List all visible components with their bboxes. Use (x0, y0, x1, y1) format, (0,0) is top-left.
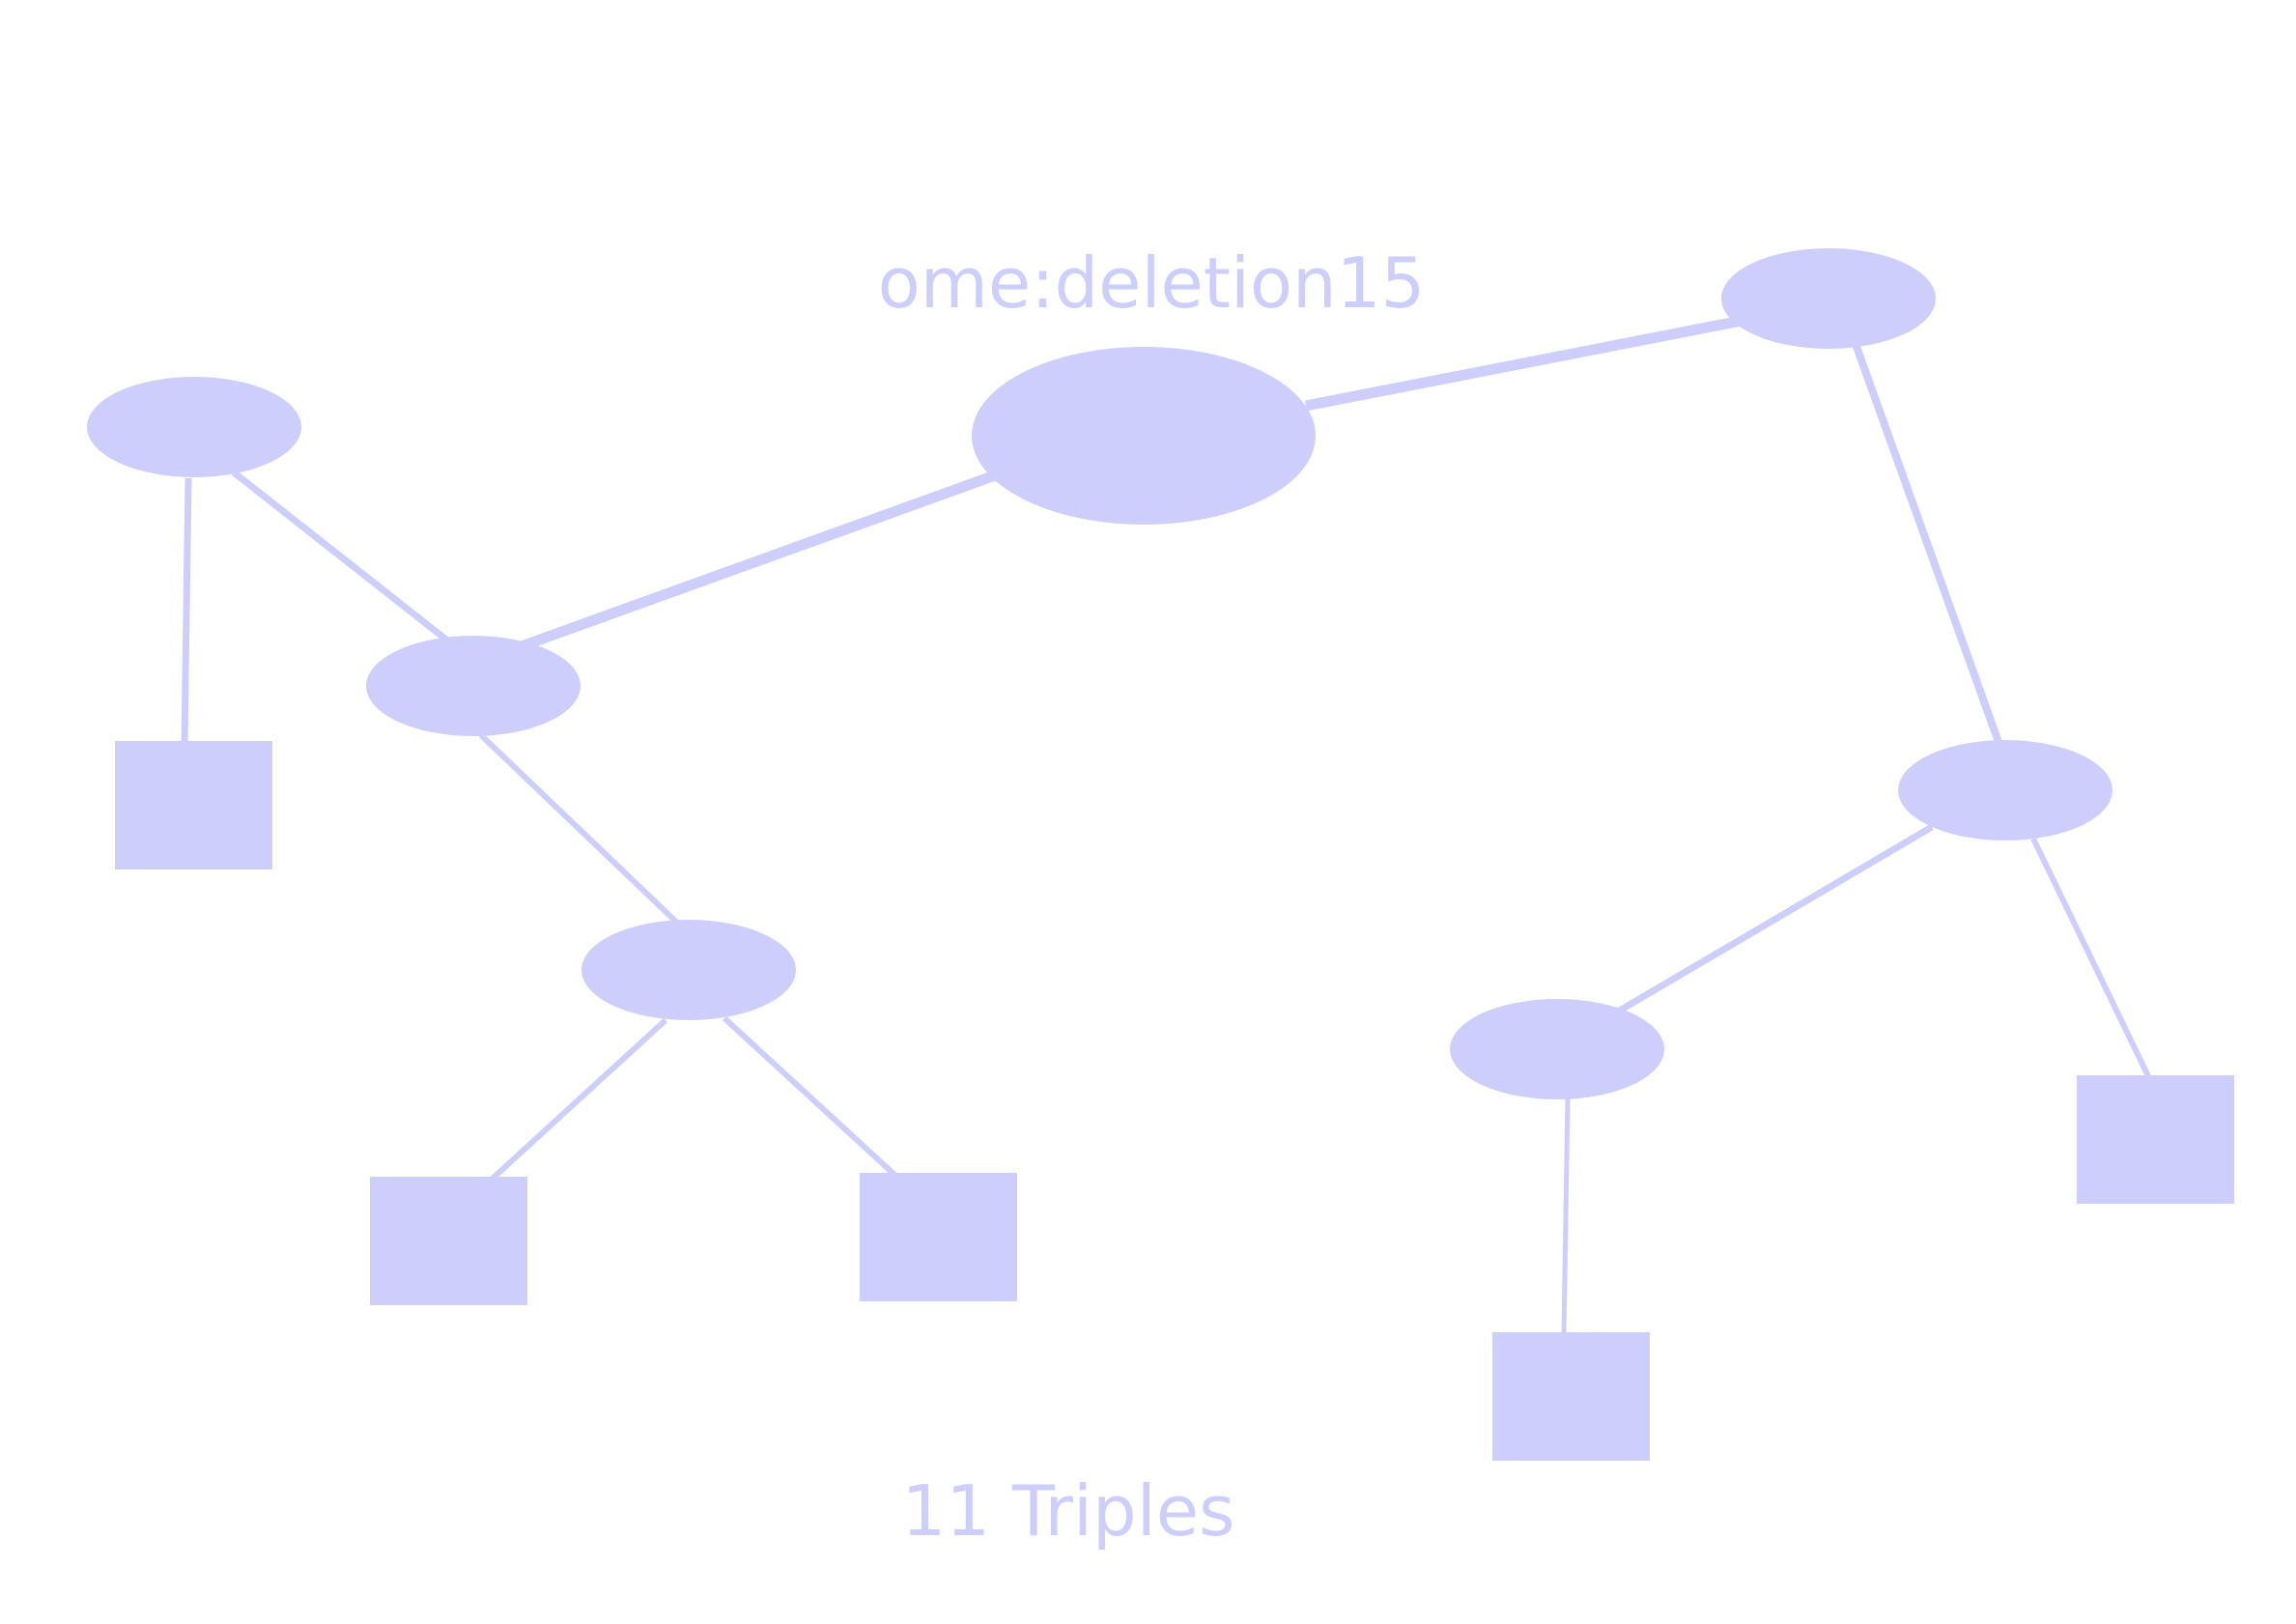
node-right-mid[interactable] (1898, 740, 2112, 840)
literal-node-layer (115, 741, 2234, 1461)
node-literal-bottom-left[interactable] (370, 1177, 527, 1305)
edge-right-lower-literal-bottom-right (1561, 1097, 1571, 1338)
edge-left-top-literal-left (181, 477, 192, 746)
edge-right-mid-right-lower (1611, 823, 1934, 1018)
edge-left-lower-literal-bottom-mid (722, 1015, 907, 1186)
resource-node-layer (87, 248, 2112, 1099)
edge-left-top-left-hub (231, 470, 454, 646)
edge-left-hub-left-lower (478, 732, 682, 927)
edge-left-lower-literal-bottom-left (482, 1017, 668, 1188)
edge-right-top-right-mid (1852, 342, 2002, 744)
edge-root-right-top (1304, 314, 1748, 412)
node-right-lower[interactable] (1450, 999, 1664, 1099)
diagram-title: ome:deletion15 (878, 242, 1426, 324)
node-right-top[interactable] (1721, 248, 1936, 349)
node-root[interactable] (972, 347, 1316, 525)
edge-root-left-hub (517, 469, 1000, 653)
node-left-top[interactable] (87, 377, 301, 477)
edge-layer (181, 314, 2152, 1338)
node-literal-bottom-mid[interactable] (860, 1173, 1017, 1301)
triple-count-caption: 11 Triples (901, 1470, 1234, 1552)
node-literal-left[interactable] (115, 741, 272, 869)
node-left-hub[interactable] (366, 636, 581, 736)
edge-right-mid-literal-right (2030, 837, 2152, 1080)
node-literal-bottom-right[interactable] (1492, 1332, 1650, 1461)
node-left-lower[interactable] (581, 920, 796, 1020)
node-literal-right[interactable] (2077, 1075, 2234, 1204)
